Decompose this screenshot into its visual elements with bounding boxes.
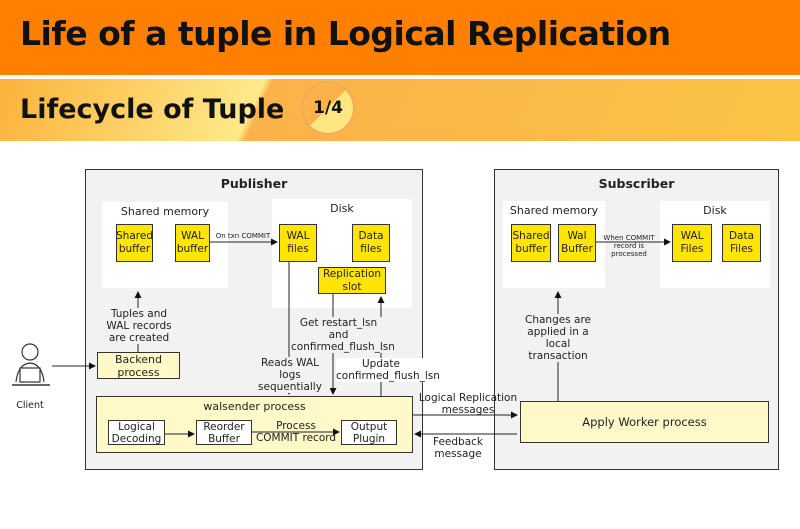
- subscriber-wal-files: WAL Files: [672, 224, 712, 262]
- page-subtitle: Lifecycle of Tuple: [20, 94, 285, 125]
- title-bar: [0, 0, 800, 75]
- subscriber-wal-buffer: Wal Buffer: [558, 224, 596, 262]
- publisher-shared-memory-title: Shared memory: [120, 205, 210, 218]
- subscriber-shared-memory-title: Shared memory: [509, 204, 599, 217]
- publisher-title: Publisher: [220, 176, 288, 191]
- get-lsn-label: Get restart_lsn and confirmed_flush_lsn: [291, 317, 395, 353]
- subscriber-title: Subscriber: [598, 176, 675, 191]
- reorder-buffer: Reorder Buffer: [196, 420, 252, 445]
- output-plugin: Output Plugin: [341, 420, 397, 445]
- lr-messages-label: Logical Replication messages: [418, 392, 518, 416]
- logical-decoding: Logical Decoding: [108, 420, 165, 445]
- subtitle-bar: [0, 79, 800, 141]
- backend-process: Backend process: [97, 352, 180, 379]
- publisher-wal-buffer: WAL buffer: [175, 224, 210, 262]
- reads-wal-label: Reads WAL logs sequentially: [250, 357, 330, 393]
- changes-applied-label: Changes are applied in a local transacti…: [518, 314, 598, 362]
- client-label: Client: [16, 400, 44, 411]
- process-commit-label: Process COMMIT record: [255, 420, 337, 444]
- replication-slot: Replication slot: [318, 267, 386, 294]
- tuples-created-label: Tuples and WAL records are created: [103, 308, 175, 344]
- subscriber-data-files: Data Files: [722, 224, 761, 262]
- publisher-shared-buffer: Shared buffer: [116, 224, 153, 262]
- client-icon: [12, 343, 50, 386]
- feedback-label: Feedback message: [433, 436, 484, 460]
- update-lsn-label: Update confirmed_flush_lsn: [336, 358, 440, 382]
- walsender-title: walsender process: [203, 400, 306, 413]
- when-commit-label: When COMMIT record is processed: [603, 234, 655, 258]
- subscriber-shared-buffer: Shared buffer: [511, 224, 551, 262]
- apply-worker-process: Apply Worker process: [520, 401, 769, 443]
- page-badge: 1/4: [303, 83, 353, 133]
- on-commit-label: On txn COMMIT: [215, 232, 271, 240]
- publisher-data-files: Data files: [352, 224, 390, 262]
- publisher-disk-title: Disk: [330, 202, 354, 215]
- publisher-wal-files: WAL files: [279, 224, 317, 262]
- page-title: Life of a tuple in Logical Replication: [20, 14, 671, 53]
- subscriber-disk-title: Disk: [703, 204, 727, 217]
